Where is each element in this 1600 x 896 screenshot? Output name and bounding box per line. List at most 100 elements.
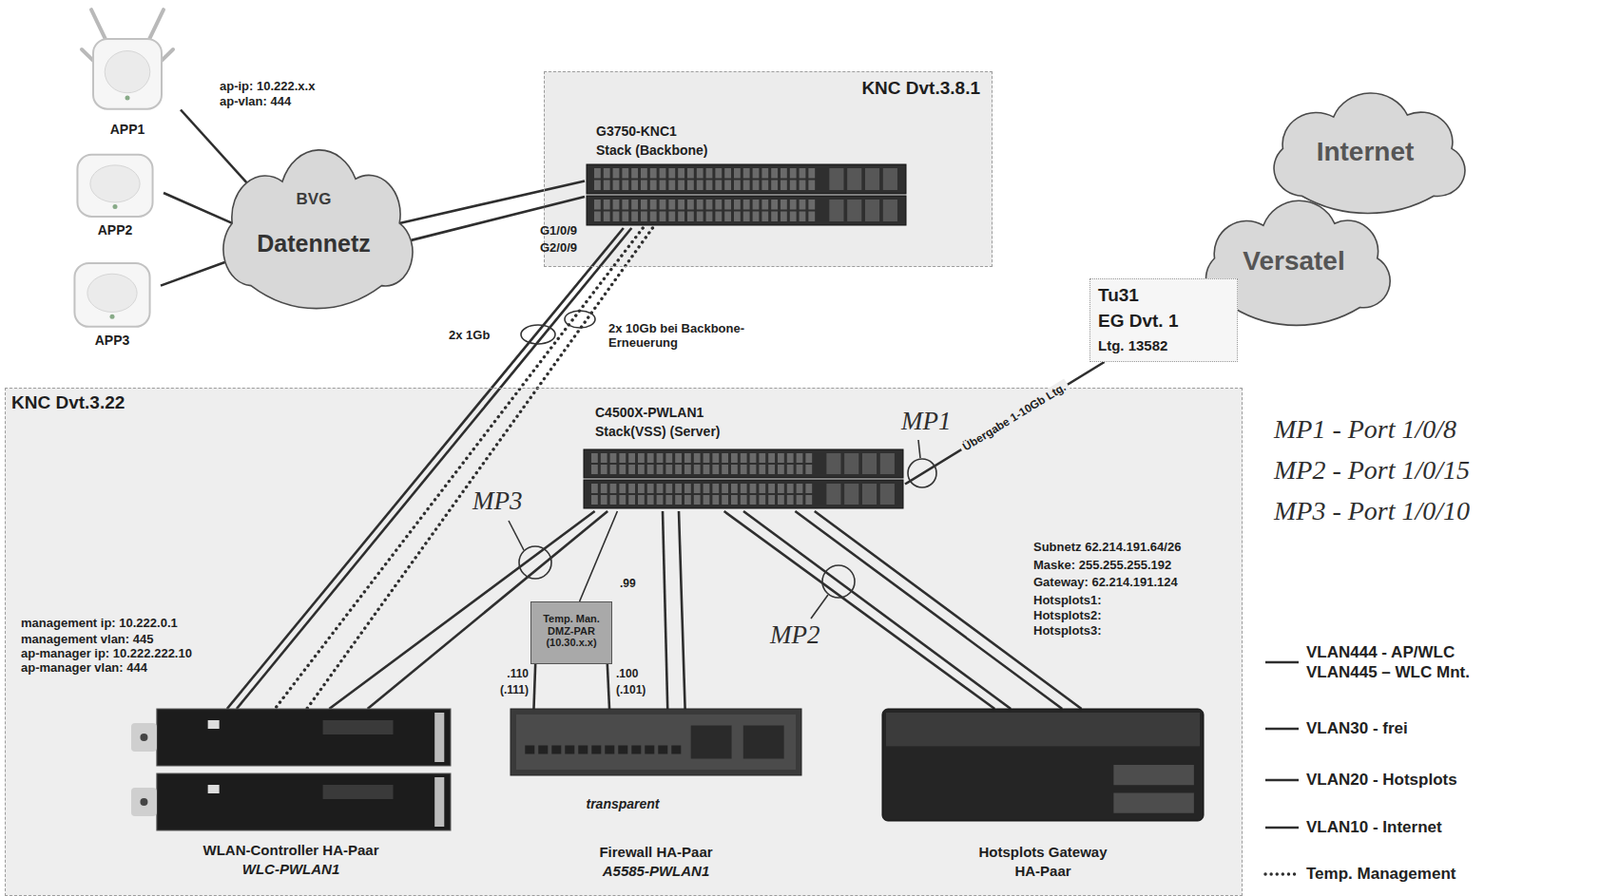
switch-port xyxy=(787,453,794,463)
switch-port xyxy=(628,453,636,463)
device-picture xyxy=(882,709,1204,822)
switch-port xyxy=(603,180,611,192)
firewall: Firewall HA-PaarA5585-PWLAN1 xyxy=(510,709,802,884)
switch-port xyxy=(768,495,775,505)
access-point: APP2 xyxy=(66,150,164,246)
switch-port xyxy=(724,168,732,179)
switch-port xyxy=(628,495,636,505)
switch-port xyxy=(637,495,645,505)
address-info: Hotsplots2: xyxy=(1033,609,1102,624)
switch-port xyxy=(712,483,719,494)
switch-port xyxy=(613,168,620,179)
switch-unit xyxy=(583,449,904,479)
leader-line xyxy=(918,440,921,459)
firewall-bay xyxy=(743,726,785,760)
link-bundle-ring xyxy=(564,310,596,328)
switch-port xyxy=(631,212,638,223)
link-note: 2x 10Gb bei Backbone-Erneuerung xyxy=(608,322,775,351)
node-label: Temp. Man. DMZ-PAR (10.30.x.x) xyxy=(535,613,608,650)
legend-text: Temp. Management xyxy=(1306,865,1456,885)
switch-module xyxy=(844,483,859,505)
firewall-port xyxy=(631,746,641,755)
switch-port xyxy=(647,495,655,505)
switch-port xyxy=(743,212,751,223)
measure-point-ring xyxy=(519,546,552,579)
switch-port xyxy=(621,199,629,211)
access-point-body xyxy=(77,154,153,217)
address-info: Subnetz 62.214.191.64/26 xyxy=(1033,540,1181,556)
switch-port xyxy=(594,180,601,192)
link-label: Übergabe 1-10Gb Ltg. xyxy=(958,379,1072,457)
switch-module xyxy=(883,199,898,222)
node-label: Versatel xyxy=(1242,246,1345,277)
switch-port xyxy=(677,180,685,192)
device-picture xyxy=(583,448,904,510)
region-ground xyxy=(543,71,993,268)
controller-unit xyxy=(156,709,451,767)
controller-edge xyxy=(434,777,444,828)
switch-port xyxy=(631,168,638,179)
switch-port xyxy=(610,453,617,463)
legend-text: VLAN444 - AP/WLC xyxy=(1306,643,1455,663)
switch-port xyxy=(752,168,760,179)
address-info: management vlan: 445 xyxy=(20,633,154,648)
switch-port xyxy=(706,180,714,192)
switch-port xyxy=(613,180,620,192)
switch-port xyxy=(628,483,636,494)
line-box: Tu31EG Dvt. 1Ltg. 13582 xyxy=(1089,278,1238,363)
handwritten-note: MP1 - Port 1/0/8 xyxy=(1273,414,1457,445)
network-link xyxy=(794,511,1062,710)
switch-port xyxy=(684,453,692,463)
switch-port xyxy=(721,495,729,505)
switch-port xyxy=(613,212,620,223)
switch-module xyxy=(828,168,844,191)
address-suffix: (.111) xyxy=(500,684,529,698)
switch-port xyxy=(805,453,812,463)
switch-port xyxy=(594,168,601,179)
switch-port xyxy=(600,483,608,494)
address-suffix: (.101) xyxy=(616,684,646,698)
switch-port xyxy=(714,180,722,192)
switch-port xyxy=(677,212,685,223)
address-info: ap-manager ip: 10.222.222.10 xyxy=(20,647,193,662)
address-info: management ip: 10.222.0.1 xyxy=(20,616,178,632)
switch-module xyxy=(826,453,841,475)
switch-port xyxy=(603,212,611,223)
switch-port xyxy=(752,199,760,211)
switch-port xyxy=(761,212,769,223)
switch-port xyxy=(808,180,815,192)
firewall-port xyxy=(617,746,628,755)
node-label: G3750-KNC1 xyxy=(596,123,677,139)
callout-number: MP2 xyxy=(770,620,820,651)
switch-module xyxy=(826,483,841,505)
switch-module xyxy=(880,453,895,475)
firewall-port xyxy=(538,746,548,755)
switch-port xyxy=(659,180,667,192)
switch-port xyxy=(637,464,645,475)
switch-port xyxy=(799,212,807,223)
switch-port xyxy=(656,453,664,463)
status-led xyxy=(113,204,118,210)
gateway-module xyxy=(1113,765,1195,786)
switch-port xyxy=(706,168,714,179)
switch-port xyxy=(684,464,692,475)
switch-port xyxy=(712,464,719,475)
controller-unit xyxy=(156,773,451,831)
switch-port xyxy=(600,453,608,463)
callout-number: MP3 xyxy=(472,486,522,517)
firewall-port xyxy=(551,746,561,755)
node-label: WLC-PWLAN1 xyxy=(242,861,340,878)
legend-sample xyxy=(1265,661,1299,665)
firewall-body xyxy=(510,709,802,776)
legend-text: VLAN20 - Hotsplots xyxy=(1306,771,1458,791)
switch-port xyxy=(674,464,682,475)
switch-port xyxy=(687,168,694,179)
switch-port xyxy=(796,453,804,463)
switch-port xyxy=(640,168,648,179)
switch-port xyxy=(740,453,748,463)
switch-port xyxy=(591,495,598,505)
switch-port xyxy=(621,212,629,223)
site-region: C4500X-PWLAN1Stack(VSS) (Server)Temp. Ma… xyxy=(4,387,1243,896)
switch-port xyxy=(703,453,711,463)
switch-port xyxy=(787,464,794,475)
